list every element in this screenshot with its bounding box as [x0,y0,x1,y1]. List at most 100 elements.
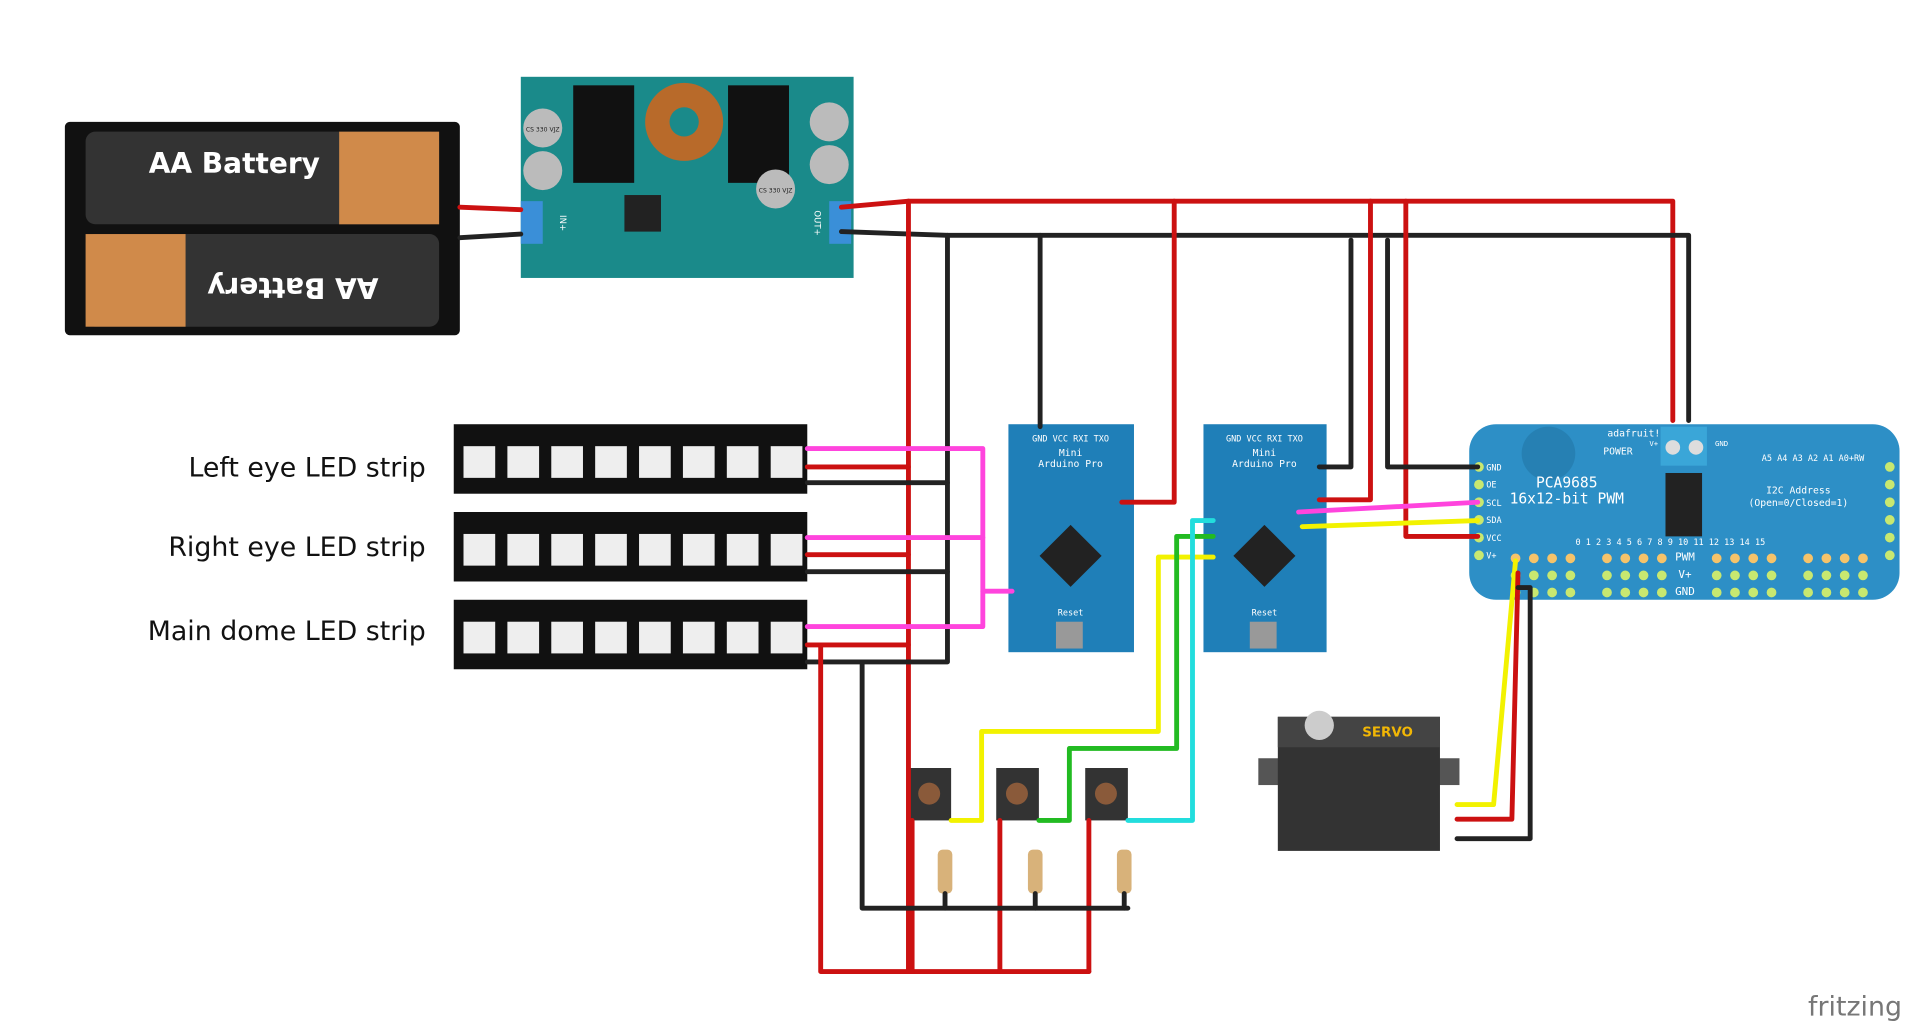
led-pixel [595,446,627,478]
pwm-channel-pin [1711,587,1722,598]
pwm-channel-pin [1748,570,1759,581]
led-pixel [551,533,583,566]
pwm-channel-pin [1766,553,1777,564]
pwm-channel-pin [1602,587,1612,598]
pca9685-pwm-board: adafruit! POWER PCA9685 16x12-bit PWM I2… [1469,424,1900,600]
pwm-channel-pin [1620,570,1631,581]
pwm-channel-pin [1547,553,1557,564]
header-pin [1884,532,1895,543]
svg-text:I2C Address: I2C Address [1766,486,1831,497]
battery-holder: AA Battery AA Battery [64,121,460,336]
svg-text:Arduino Pro: Arduino Pro [1038,459,1103,470]
svg-text:A5 A4 A3 A2 A1 A0+RW: A5 A4 A3 A2 A1 A0+RW [1762,454,1865,464]
led-pixel [639,533,671,566]
led-pixel [463,446,496,478]
pwm-channel-pin [1565,587,1576,598]
pwm-channel-pin [1602,570,1612,581]
led-pixel [551,446,583,478]
header-pin [1884,497,1895,508]
header-pin [1884,515,1895,525]
capacitor-label: CS 330 VJZ [759,188,793,195]
led-pixel [507,621,540,654]
svg-text:POWER: POWER [1603,447,1632,458]
servo-motor: SERVO [1258,710,1460,851]
led-pixel [682,621,715,654]
servo-label: SERVO [1362,725,1413,740]
led-pixel [463,533,496,566]
led-pixel [726,533,759,566]
led-pixel [595,621,627,654]
led-pixel [639,621,671,654]
svg-text:(Open=0/Closed=1): (Open=0/Closed=1) [1748,498,1848,509]
pwm-channel-pin [1803,587,1813,598]
battery-label-bottom: AA Battery [207,271,378,304]
svg-text:V+: V+ [1678,568,1692,581]
pwm-channel-pin [1821,570,1832,581]
pwm-channel-pin [1730,570,1740,581]
svg-text:PWM: PWM [1675,551,1695,564]
pwm-channel-pin [1547,570,1557,581]
pwm-channel-pin [1821,587,1832,598]
pwm-channel-pin [1730,587,1740,598]
arduino-pro-mini-1: GND VCC RXI TXO Mini Arduino Pro Reset [1008,424,1134,653]
led-pixel [726,621,759,654]
pin-label-gnd: GND [1486,464,1501,474]
arduino-pro-mini-2: GND VCC RXI TXO Mini Arduino Pro Reset [1203,424,1327,653]
svg-text:adafruit!: adafruit! [1607,428,1660,439]
pwm-channel-pin [1803,570,1813,581]
boost-converter: CS 330 VJZ CS 330 VJZ IN+ OUT+ [520,76,854,278]
pwm-channel-pin [1638,570,1649,581]
pwm-channel-pin [1656,570,1667,581]
led-pixel [770,446,803,478]
pin-label-oe: OE [1486,481,1496,491]
pwm-channel-pin [1711,553,1722,564]
led-strips [453,424,808,670]
pwm-channel-pin [1565,570,1576,581]
pwm-channel-pin [1620,587,1631,598]
pwm-channel-pin [1656,553,1667,564]
svg-text:PCA9685: PCA9685 [1536,475,1598,492]
header-pin [1884,462,1895,472]
header-pin [1474,550,1484,561]
svg-text:GND: GND [1675,585,1695,598]
svg-text:Reset: Reset [1058,609,1084,619]
push-buttons [908,768,1128,821]
pwm-channel-pin [1711,570,1722,581]
led-pixel [507,533,540,566]
svg-text:GND VCC RXI TXO: GND VCC RXI TXO [1032,434,1109,444]
right-eye-label: Right eye LED strip [168,532,425,563]
svg-text:Mini: Mini [1253,448,1277,459]
pwm-channel-pin [1766,570,1777,581]
pwm-channel-pin [1730,553,1740,564]
pwm-channel-pin [1528,553,1539,564]
pwm-channel-pin [1839,570,1850,581]
svg-text:Arduino Pro: Arduino Pro [1232,459,1297,470]
led-pixel [639,446,671,478]
led-pixel [770,533,803,566]
led-pixel [770,621,803,654]
converter-in-label: IN+ [557,215,567,231]
pwm-channel-pin [1602,553,1612,564]
led-pixel [551,621,583,654]
main-dome-label: Main dome LED strip [148,616,426,647]
pwm-channel-pin [1565,553,1576,564]
converter-out-label: OUT+ [812,210,822,235]
terminal-vplus-label: V+ [1649,439,1658,448]
svg-text:Reset: Reset [1252,609,1278,619]
pwm-channel-pin [1766,587,1777,598]
pin-label-vplus: V+ [1486,551,1496,561]
resistors [937,849,1132,894]
pwm-channel-pin [1528,570,1539,581]
pwm-channel-pin [1620,553,1631,564]
capacitor-label: CS 330 VJZ [526,127,560,134]
pwm-channel-pin [1638,587,1649,598]
svg-text:0 1 2 3 4 5 6 7 8 9 10 11: 0 1 2 3 4 5 6 7 8 9 10 11 12 13 14 15 [1576,538,1766,548]
pwm-channel-pin [1858,570,1868,581]
header-pin [1884,479,1895,490]
led-pixel [507,446,540,478]
pwm-channel-pin [1638,553,1649,564]
led-pixel [682,446,715,478]
wires [457,198,1692,975]
header-pin [1884,550,1895,561]
